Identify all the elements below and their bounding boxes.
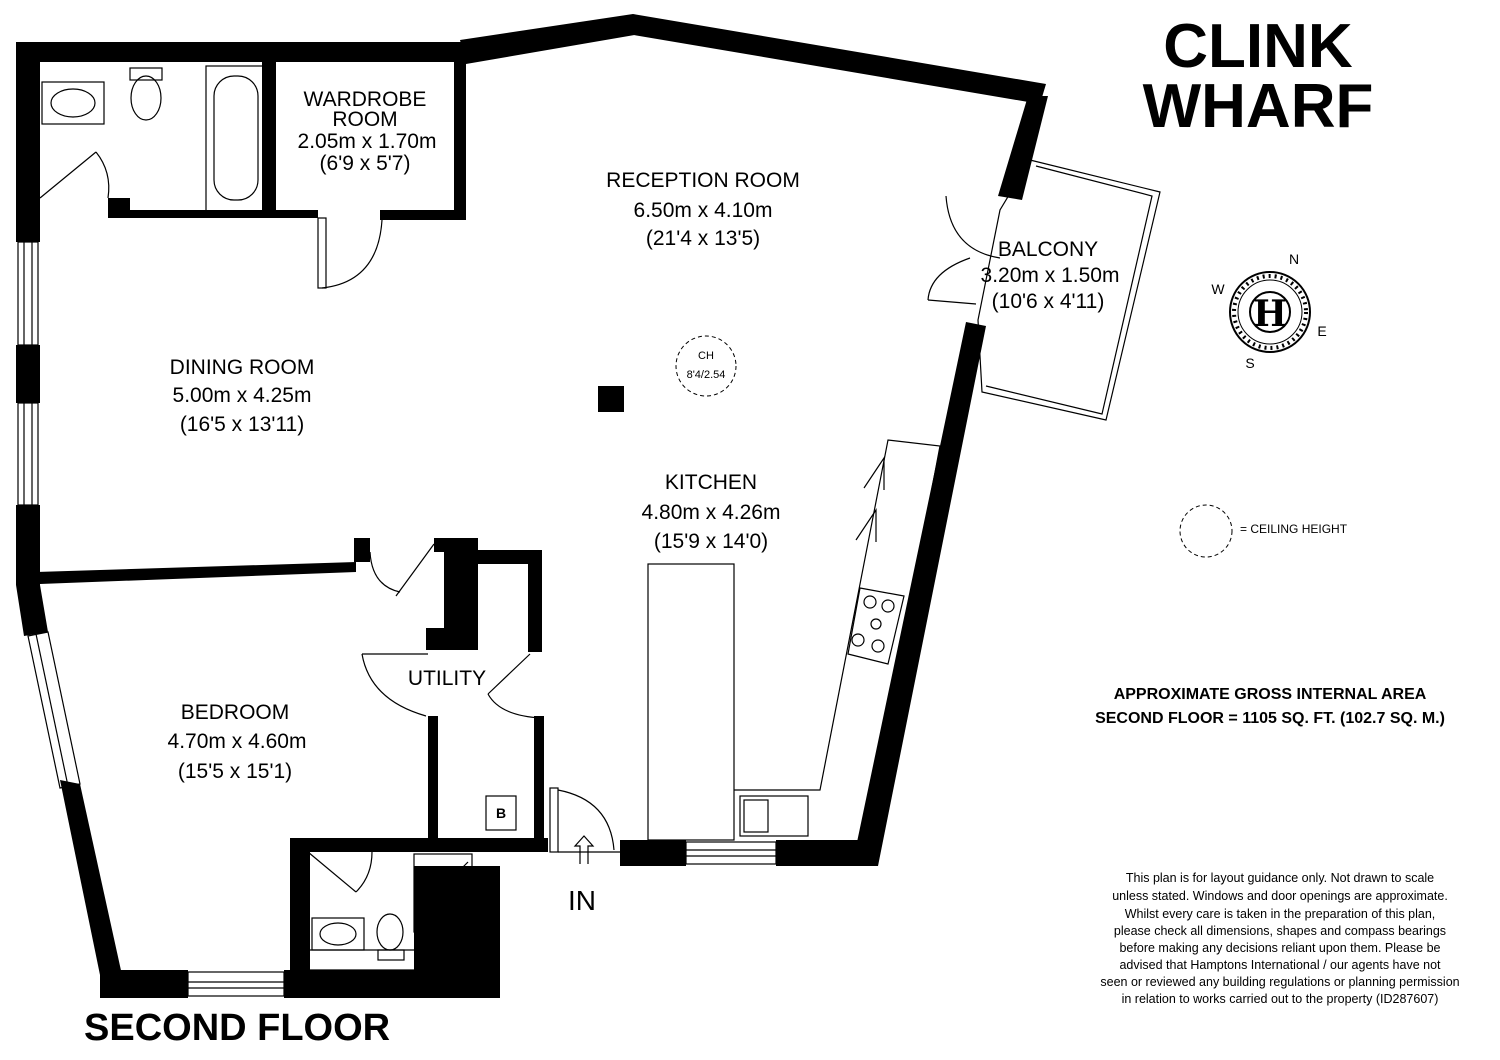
area-line1: APPROXIMATE GROSS INTERNAL AREA [1114, 686, 1427, 703]
ceiling-height-legend-text: = CEILING HEIGHT [1240, 522, 1348, 536]
room-wardrobe: WARDROBE ROOM 2.05m x 1.70m (6'9 x 5'7) [298, 88, 437, 175]
disclaimer-line: This plan is for layout guidance only. N… [1126, 871, 1434, 885]
floor-label: SECOND FLOOR [84, 1007, 390, 1049]
property-name-line2: WHARF [1143, 72, 1374, 141]
ceiling-height-label: CH [698, 350, 714, 362]
windows [17, 241, 777, 997]
boiler-label: B [496, 805, 506, 821]
compass-east: E [1317, 323, 1326, 339]
room-imperial: (21'4 x 13'5) [646, 227, 760, 250]
room-imperial: (15'9 x 14'0) [654, 530, 768, 553]
disclaimer-line: advised that Hamptons International / ou… [1119, 958, 1441, 972]
room-imperial: (16'5 x 13'11) [180, 413, 304, 436]
compass-south: S [1245, 355, 1254, 371]
room-metric: 2.05m x 1.70m [298, 130, 437, 153]
room-bedroom: BEDROOM 4.70m x 4.60m (15'5 x 15'1) [168, 701, 307, 783]
ceiling-height-marker [675, 335, 737, 397]
disclaimer: This plan is for layout guidance only. N… [1100, 871, 1459, 1006]
room-dining: DINING ROOM 5.00m x 4.25m (16'5 x 13'11) [170, 356, 315, 436]
ceiling-height-value: 8'4/2.54 [687, 369, 726, 381]
area-line2: SECOND FLOOR = 1105 SQ. FT. (102.7 SQ. M… [1095, 710, 1445, 727]
room-name-line2: ROOM [332, 108, 397, 131]
room-balcony: BALCONY 3.20m x 1.50m (10'6 x 4'11) [981, 238, 1120, 313]
compass-icon: H N E S W [1211, 251, 1326, 371]
room-metric: 5.00m x 4.25m [173, 384, 312, 407]
room-imperial: (10'6 x 4'11) [992, 290, 1105, 313]
disclaimer-line: seen or reviewed any building regulation… [1100, 975, 1459, 989]
room-metric: 3.20m x 1.50m [981, 264, 1120, 287]
room-utility: UTILITY [408, 667, 486, 690]
room-imperial: (6'9 x 5'7) [320, 152, 411, 175]
disclaimer-line: before making any decisions reliant upon… [1119, 941, 1440, 955]
entrance-arrow-icon [573, 835, 595, 864]
property-name-line1: CLINK [1163, 12, 1353, 81]
compass-north: N [1289, 251, 1299, 267]
disclaimer-line: in relation to works carried out to the … [1122, 992, 1439, 1006]
walls [16, 14, 1048, 998]
compass-west: W [1211, 281, 1225, 297]
room-name: BEDROOM [181, 701, 290, 724]
room-reception: RECEPTION ROOM 6.50m x 4.10m (21'4 x 13'… [606, 169, 800, 250]
room-kitchen: KITCHEN 4.80m x 4.26m (15'9 x 14'0) [642, 471, 781, 553]
fixtures [41, 65, 941, 971]
compass-logo-letter: H [1253, 293, 1287, 335]
door-swings [39, 151, 1001, 893]
disclaimer-line: Whilst every care is taken in the prepar… [1125, 907, 1436, 921]
room-imperial: (15'5 x 15'1) [178, 760, 292, 783]
balcony-outline [977, 159, 1161, 421]
disclaimer-line: unless stated. Windows and door openings… [1112, 889, 1448, 903]
ceiling-height-legend-icon [1179, 504, 1233, 558]
room-metric: 4.80m x 4.26m [642, 501, 781, 524]
room-name: KITCHEN [665, 471, 757, 494]
disclaimer-line: please check all dimensions, shapes and … [1114, 924, 1446, 938]
room-name: DINING ROOM [170, 356, 315, 379]
room-name: RECEPTION ROOM [606, 169, 800, 192]
entrance-label: IN [568, 885, 596, 916]
room-metric: 6.50m x 4.10m [634, 199, 773, 222]
room-name-line1: WARDROBE [304, 88, 427, 111]
room-metric: 4.70m x 4.60m [168, 730, 307, 753]
room-name: UTILITY [408, 667, 486, 690]
room-name: BALCONY [998, 238, 1098, 261]
